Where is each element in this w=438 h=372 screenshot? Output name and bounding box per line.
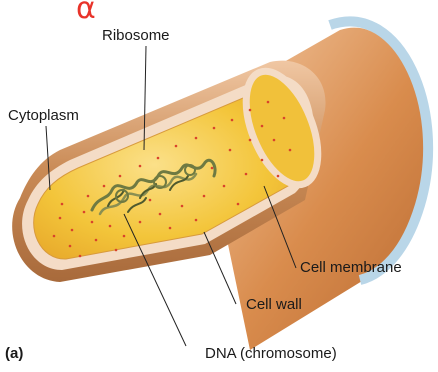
panel-label: (a) <box>5 345 23 362</box>
label-cell-membrane: Cell membrane <box>300 259 402 276</box>
label-dna: DNA (chromosome) <box>205 345 337 362</box>
label-ribosome: Ribosome <box>102 27 170 44</box>
label-cell-wall: Cell wall <box>246 296 302 313</box>
label-cytoplasm: Cytoplasm <box>8 107 79 124</box>
corner-mark: α <box>76 0 96 26</box>
